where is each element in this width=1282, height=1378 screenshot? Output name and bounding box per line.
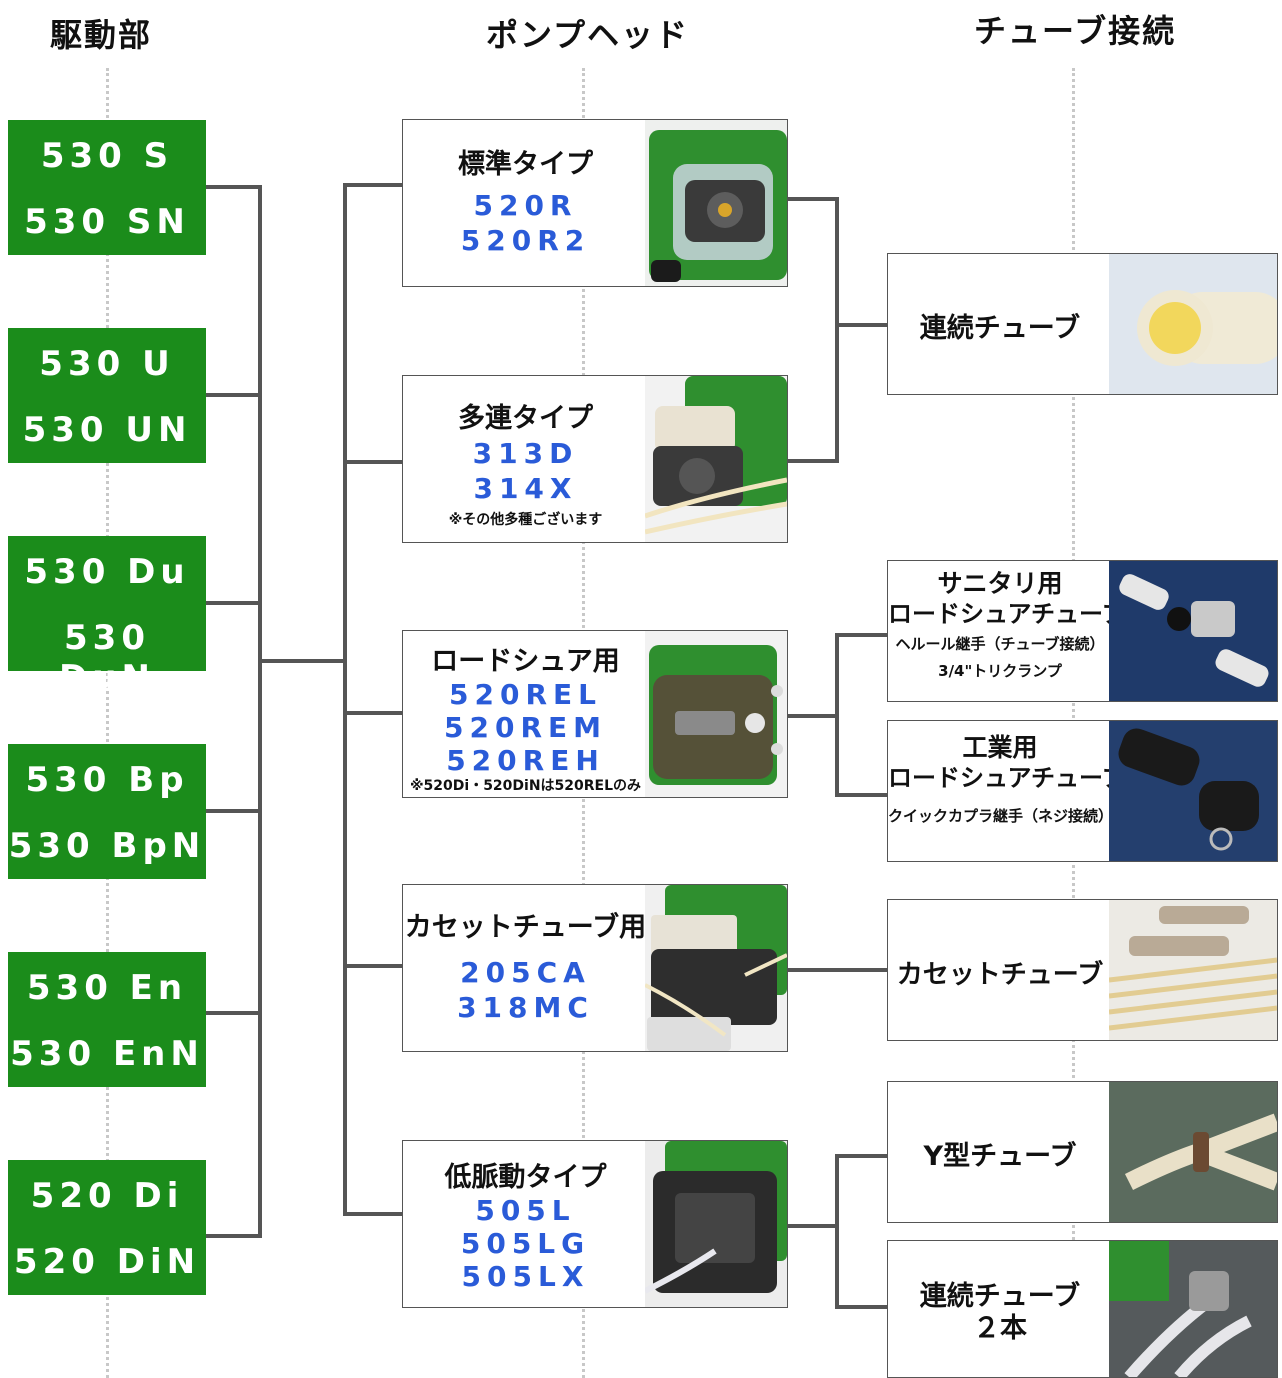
pumphead-name: 多連タイプ xyxy=(458,403,593,434)
tube-box-industrial-loadsure: 工業用 ロードシュアチューブ クイックカプラ継手（ネジ接続） xyxy=(887,720,1278,862)
tube-name: サニタリ用 xyxy=(937,569,1063,598)
pumphead-model: 520REH xyxy=(446,744,605,777)
tube-photo-continuous xyxy=(1109,254,1277,394)
drive-model-line2: 520 DiN xyxy=(13,1242,201,1282)
tube-box-continuous: 連続チューブ xyxy=(887,253,1278,395)
tube-box-continuous-double: 連続チューブ ２本 xyxy=(887,1240,1278,1378)
tube-photo-sanitary xyxy=(1109,561,1277,701)
drive-model-line2: 530 UN xyxy=(22,410,192,450)
tube-name: 工業用 xyxy=(962,733,1038,762)
drive-model-line2: 530 SN xyxy=(24,202,190,242)
pumphead-model: 313D xyxy=(472,437,579,470)
drive-model-line1: 530 En xyxy=(26,968,188,1008)
pumphead-model: 505L xyxy=(475,1194,576,1227)
pumphead-model: 520REM xyxy=(444,711,607,744)
pumphead-note: ※520Di・520DiNは520RELのみ xyxy=(409,778,642,794)
pump-photo-lowpulse xyxy=(645,1141,787,1307)
drive-model-line2: 530 EnN xyxy=(10,1034,204,1074)
drive-box-530u: 530 U 530 UN xyxy=(8,328,206,463)
tube-photo-cassette xyxy=(1109,900,1277,1040)
drive-model-line2: 530 DuN xyxy=(59,618,155,698)
drive-box-530bp: 530 Bp 530 BpN xyxy=(8,744,206,879)
drive-box-530s: 530 S 530 SN xyxy=(8,120,206,255)
tube-box-y: Y型チューブ xyxy=(887,1081,1278,1223)
tube-column-header: チューブ接続 xyxy=(974,12,1177,50)
tube-sub: 3/4"トリクランプ xyxy=(938,662,1062,680)
drive-box-530du: 530 Du 530 DuN xyxy=(8,536,206,698)
tube-name: ロードシュアチューブ xyxy=(888,764,1126,792)
pumphead-box-lowpulse: 低脈動タイプ 505L 505LG 505LX xyxy=(402,1140,788,1308)
pumphead-box-standard: 標準タイプ 520R 520R2 xyxy=(402,119,788,287)
pumphead-model: 520R xyxy=(473,189,578,222)
tube-sub: ヘルール継手（チューブ接続） xyxy=(895,635,1105,653)
pumphead-name: 標準タイプ xyxy=(458,149,593,180)
tube-photo-industrial xyxy=(1109,721,1277,861)
tube-name: ２本 xyxy=(973,1313,1027,1344)
pumphead-model: 505LX xyxy=(461,1260,590,1293)
tube-photo-y xyxy=(1109,1082,1277,1222)
drive-model-line1: 530 S xyxy=(40,136,174,176)
pumphead-box-loadsure: ロードシュア用 520REL 520REM 520REH ※520Di・520D… xyxy=(402,630,788,798)
drive-guide-line xyxy=(106,68,109,1378)
pumphead-model: 505LG xyxy=(460,1227,591,1260)
pump-photo-cassette xyxy=(645,885,787,1051)
tube-name: Y型チューブ xyxy=(923,1141,1077,1172)
pumphead-name: 低脈動タイプ xyxy=(444,1162,607,1193)
tube-name: 連続チューブ xyxy=(919,313,1081,344)
drive-column-header: 駆動部 xyxy=(50,16,153,54)
drive-model-line1: 520 Di xyxy=(30,1176,184,1216)
tube-box-sanitary-loadsure: サニタリ用 ロードシュアチューブ ヘルール継手（チューブ接続） 3/4"トリクラ… xyxy=(887,560,1278,702)
pumphead-model: 318MC xyxy=(457,991,594,1024)
pumphead-column-header: ポンプヘッド xyxy=(486,16,690,54)
pumphead-model: 520R2 xyxy=(460,224,591,257)
tube-photo-continuous-double xyxy=(1109,1241,1277,1377)
pumphead-box-multi: 多連タイプ 313D 314X ※その他多種ございます xyxy=(402,375,788,543)
tube-name: ロードシュアチューブ xyxy=(888,600,1126,628)
drive-box-530en: 530 En 530 EnN xyxy=(8,952,206,1087)
tube-sub: クイックカプラ継手（ネジ接続） xyxy=(888,807,1114,825)
pumphead-box-cassette: カセットチューブ用 205CA 318MC xyxy=(402,884,788,1052)
pump-photo-loadsure xyxy=(645,631,787,797)
drive-model-line2: 530 BpN xyxy=(8,826,206,866)
drive-box-520di: 520 Di 520 DiN xyxy=(8,1160,206,1295)
drive-model-line1: 530 Du xyxy=(24,552,190,592)
drive-model-line1: 530 Bp xyxy=(25,760,189,800)
drive-model-line1: 530 U xyxy=(39,344,175,384)
pumphead-model: 205CA xyxy=(460,956,591,989)
tube-box-cassette: カセットチューブ xyxy=(887,899,1278,1041)
pumphead-note: ※その他多種ございます xyxy=(448,512,603,528)
tube-name: 連続チューブ xyxy=(919,1281,1081,1312)
tube-name: カセットチューブ xyxy=(896,960,1104,990)
pumphead-model: 520REL xyxy=(449,678,602,711)
pumphead-name: ロードシュア用 xyxy=(431,646,620,677)
pump-photo-multi xyxy=(645,376,787,542)
pump-photo-standard xyxy=(645,120,787,286)
pumphead-model: 314X xyxy=(473,472,578,505)
pumphead-name: カセットチューブ用 xyxy=(404,912,647,943)
